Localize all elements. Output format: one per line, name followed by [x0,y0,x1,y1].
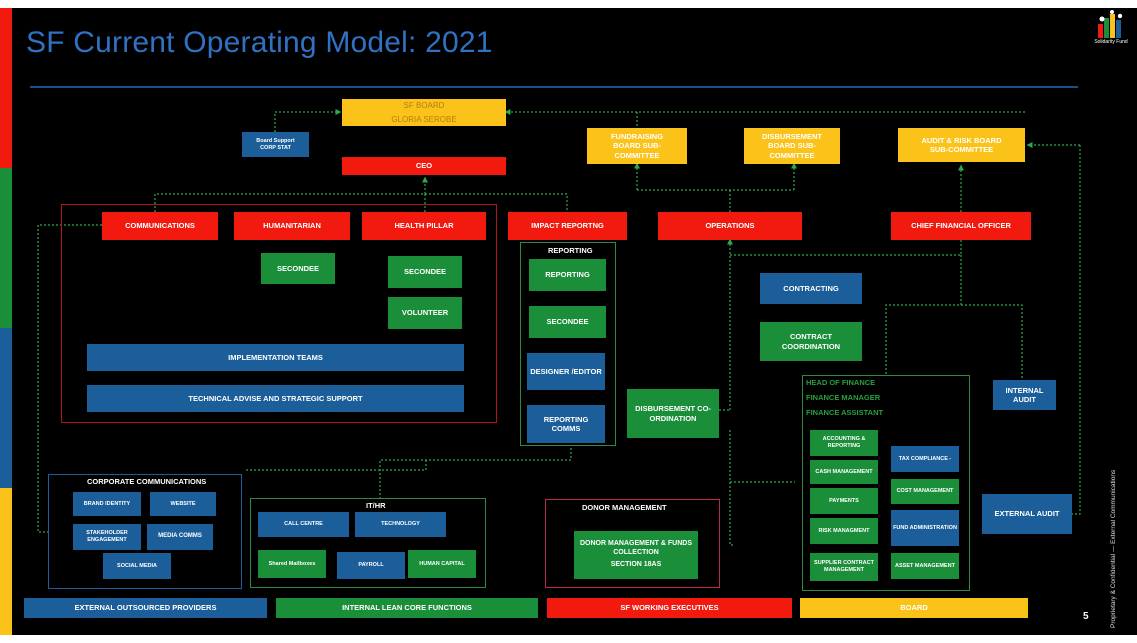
solidarity-fund-logo-icon [1098,10,1123,38]
media-comms-box: MEDIA COMMS [147,524,213,550]
supplier-contract-management-box: SUPPLIER CONTRACT MANAGEMENT [810,553,878,581]
legend-working-executives: SF WORKING EXECUTIVES [547,598,792,618]
donor-management-line1: DONOR MANAGEMENT & FUNDS COLLECTION [580,540,692,557]
reporting-box: REPORTING [529,259,606,291]
corporate-communications-frame [48,474,242,589]
website-box: WEBSITE [150,492,216,516]
footer-note: Proprietary & Confidential — External Co… [1110,469,1117,628]
payments-box: PAYMENTS [810,488,878,514]
it-hr-title: IT/HR [366,501,386,510]
health-pillar-box: HEALTH PILLAR [362,212,486,240]
risk-management-box: RISK MANAGMENT [810,518,878,544]
technical-advise-bar: TECHNICAL ADVISE AND STRATEGIC SUPPORT [87,385,464,412]
reporting-frame [520,242,616,446]
external-audit-box: EXTERNAL AUDIT [982,494,1072,534]
tax-compliance-box: TAX COMPLIANCE - [891,446,959,472]
side-stripe-yellow [0,488,12,635]
social-media-box: SOCIAL MEDIA [103,553,171,579]
disbursement-committee-box: DISBURSEMENT BOARD SUB-COMMITTEE [744,128,840,164]
secondee-health-box: SECONDEE [388,256,462,288]
fund-administration-box: FUND ADMINISTRATION [891,510,959,546]
designer-editor-box: DESIGNER /EDITOR [527,353,605,390]
side-stripe-blue [0,328,12,488]
reporting-secondee-box: SECONDEE [529,306,606,338]
donor-management-box: DONOR MANAGEMENT & FUNDS COLLECTION SECT… [574,531,698,579]
contracting-box: CONTRACTING [760,273,862,304]
volunteer-box: VOLUNTEER [388,297,462,329]
it-hr-frame [250,498,486,588]
legend-external-providers: EXTERNAL OUTSOURCED PROVIDERS [24,598,267,618]
brand-identity-box: BRAND IDENTITY [73,492,141,516]
donor-management-title: DONOR MANAGEMENT [582,503,667,512]
secondee-humanitarian-box: SECONDEE [261,253,335,284]
board-support-title: Board Support [256,137,295,144]
reporting-comms-box: REPORTING COMMS [527,405,605,443]
communications-box: COMMUNICATIONS [102,212,218,240]
side-stripe-red [0,8,12,168]
technology-box: TECHNOLOGY [355,512,446,537]
human-capital-box: HUMAN CAPITAL [408,550,476,578]
humanitarian-box: HUMANITARIAN [234,212,350,240]
audit-risk-committee-box: AUDIT & RISK BOARD SUB-COMMITTEE [898,128,1025,162]
pillars-frame [61,204,497,423]
finance-assistant-label: FINANCE ASSISTANT [806,408,884,417]
operations-box: OPERATIONS [658,212,802,240]
cost-management-box: COST MANAGEMENT [891,479,959,504]
finance-manager-label: FINANCE MANAGER [806,393,881,402]
corporate-communications-title: CORPORATE COMMUNICATIONS [87,477,207,486]
legend-board: BOARD [800,598,1028,618]
internal-audit-box: INTERNAL AUDIT [993,380,1056,410]
reporting-frame-title: REPORTING [548,246,593,255]
accounting-reporting-box: ACCOUNTING & REPORTING [810,430,878,456]
finance-frame [802,375,970,591]
donor-management-frame [545,499,720,588]
payroll-box: PAYROLL [337,552,405,579]
board-support-box: Board Support CORP STAT [242,132,309,157]
asset-management-box: ASSET MANAGEMENT [891,553,959,579]
sf-board-box: SF BOARD GLORIA SEROBE [342,99,506,126]
fundraising-committee-box: FUNDRAISING BOARD SUB-COMMITTEE [587,128,687,164]
impact-reporting-box: IMPACT REPORTNG [508,212,627,240]
cfo-box: CHIEF FINANCIAL OFFICER [891,212,1031,240]
title-divider [30,86,1078,88]
cash-management-box: CASH MANAGEMENT [810,460,878,484]
donor-management-line2: SECTION 18AS [610,560,662,568]
head-of-finance-label: HEAD OF FINANCE [806,378,876,387]
contract-coordination-box: CONTRACT COORDINATION [760,322,862,361]
slide-title: SF Current Operating Model: 2021 [26,26,493,59]
page-number: 5 [1083,611,1089,622]
stakeholder-engagement-box: STAKEHOLDER ENGAGEMENT [73,524,141,550]
board-chair-name: GLORIA SEROBE [391,114,457,124]
legend-internal-core-functions: INTERNAL LEAN CORE FUNCTIONS [276,598,538,618]
ceo-box: CEO [342,157,506,175]
disbursement-coordination-box: DISBURSEMENT CO-ORDINATION [627,389,719,438]
shared-mailboxes-box: Shared Mailboxes [258,550,326,578]
side-stripe-green [0,168,12,328]
logo-text: Solidarity Fund [1094,39,1128,45]
call-centre-box: CALL CENTRE [258,512,349,537]
board-support-name: CORP STAT [260,144,291,151]
implementation-teams-bar: IMPLEMENTATION TEAMS [87,344,464,371]
sf-board-title: SF BOARD [403,100,445,110]
